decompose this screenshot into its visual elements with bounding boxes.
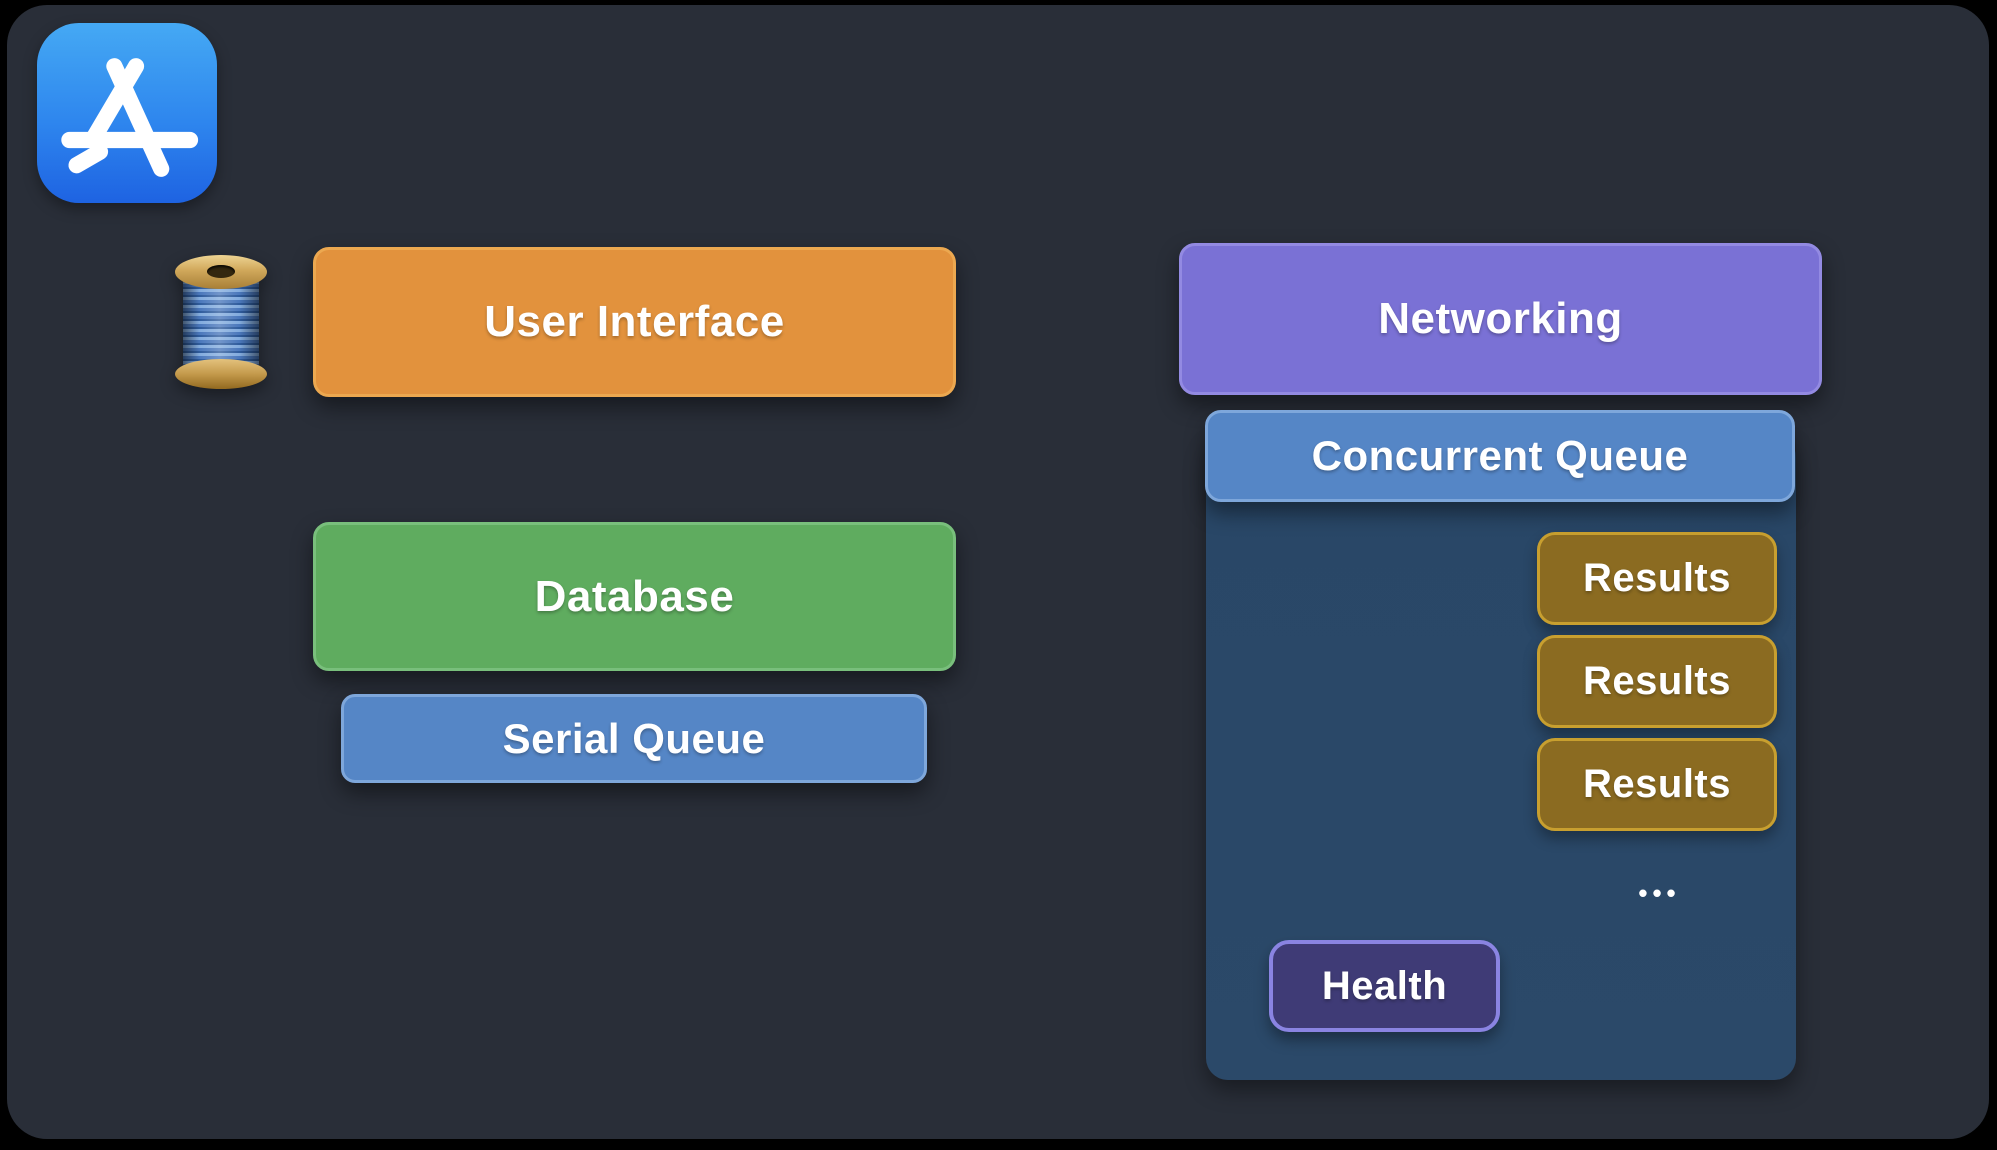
health-box: Health (1269, 940, 1500, 1032)
app-store-icon (37, 23, 217, 203)
database-label: Database (534, 571, 735, 621)
thread-spool-cap-bottom (175, 359, 267, 389)
networking-box: Networking (1179, 243, 1822, 395)
thread-spool-icon (175, 255, 267, 389)
results-label: Results (1583, 556, 1731, 600)
user-interface-label: User Interface (484, 297, 785, 346)
networking-label: Networking (1378, 294, 1623, 343)
results-label: Results (1583, 659, 1731, 703)
thread-spool-body (183, 273, 259, 373)
results-box: Results (1537, 532, 1777, 625)
serial-queue-box: Serial Queue (341, 694, 927, 783)
health-label: Health (1321, 963, 1448, 1008)
more-results-ellipsis: ••• (1638, 877, 1681, 908)
results-box: Results (1537, 635, 1777, 728)
user-interface-box: User Interface (313, 247, 956, 397)
concurrent-queue-box: Concurrent Queue (1205, 410, 1795, 502)
results-label: Results (1583, 762, 1731, 806)
thread-spool-hole (207, 265, 235, 278)
database-box: Database (313, 522, 956, 671)
results-box: Results (1537, 738, 1777, 831)
serial-queue-label: Serial Queue (502, 714, 766, 762)
concurrent-queue-container: Results Results Results ••• Health (1206, 435, 1796, 1080)
concurrent-queue-label: Concurrent Queue (1311, 432, 1689, 479)
app-store-glyph (61, 58, 199, 177)
slide-panel: User Interface Database Serial Queue Net… (7, 5, 1989, 1139)
